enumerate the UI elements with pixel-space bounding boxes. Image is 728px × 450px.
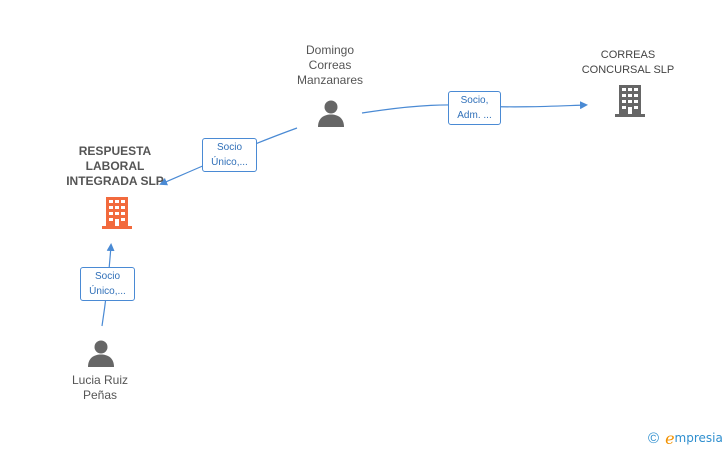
edge-label-domingo-to-respuesta[interactable]: Socio Único,...	[202, 138, 257, 172]
node-label-respuesta-laboral: RESPUESTA LABORAL INTEGRADA SLP	[66, 144, 164, 188]
edge-label-domingo-to-correas[interactable]: Socio, Adm. ...	[448, 91, 501, 125]
copyright-icon: ©	[648, 429, 660, 447]
person-icon[interactable]	[86, 338, 116, 368]
edge-label-lucia-to-respuesta[interactable]: Socio Único,...	[80, 267, 135, 301]
building-icon[interactable]	[100, 196, 134, 230]
node-label-domingo: Domingo Correas Manzanares	[296, 43, 364, 87]
node-label-lucia: Lucia Ruiz Peñas	[71, 373, 129, 402]
brand-e-glyph: e	[665, 428, 675, 448]
building-icon[interactable]	[613, 84, 647, 118]
brand-text: mpresia	[674, 431, 723, 445]
brand-logo[interactable]: © e mpresia	[648, 428, 723, 448]
node-label-correas-concursal: CORREAS CONCURSAL SLP	[581, 49, 675, 76]
person-icon[interactable]	[316, 98, 346, 128]
